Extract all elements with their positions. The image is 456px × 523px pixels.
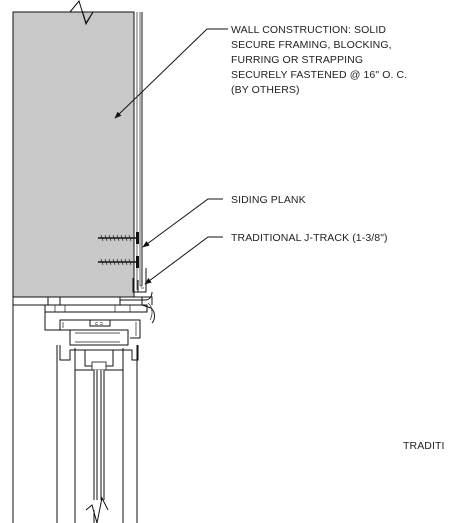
window-head-frame: ⊏ ⊐ [12,291,155,346]
note-j-track: TRADITIONAL J-TRACK (1-3/8") [231,232,388,244]
note-siding-plank: SIDING PLANK [231,194,306,206]
break-line-bottom [85,496,109,523]
fastener-lower [98,256,139,268]
j-track [132,268,147,293]
wall-construction [12,0,135,298]
note-wall-construction: WALL CONSTRUCTION: SOLID SECURE FRAMING,… [231,24,410,96]
leader-siding-plank [142,198,223,248]
fastener-upper [98,232,139,244]
glass-unit [93,370,105,523]
svg-text:⊏ ⊐: ⊏ ⊐ [95,321,103,326]
sash-frame [59,345,139,371]
siding-plank [133,12,143,297]
note-cutoff: TRADITI [403,440,445,452]
leader-wall-construction [114,28,228,119]
leader-j-track [144,236,223,285]
frame-jamb-lines [12,305,138,523]
